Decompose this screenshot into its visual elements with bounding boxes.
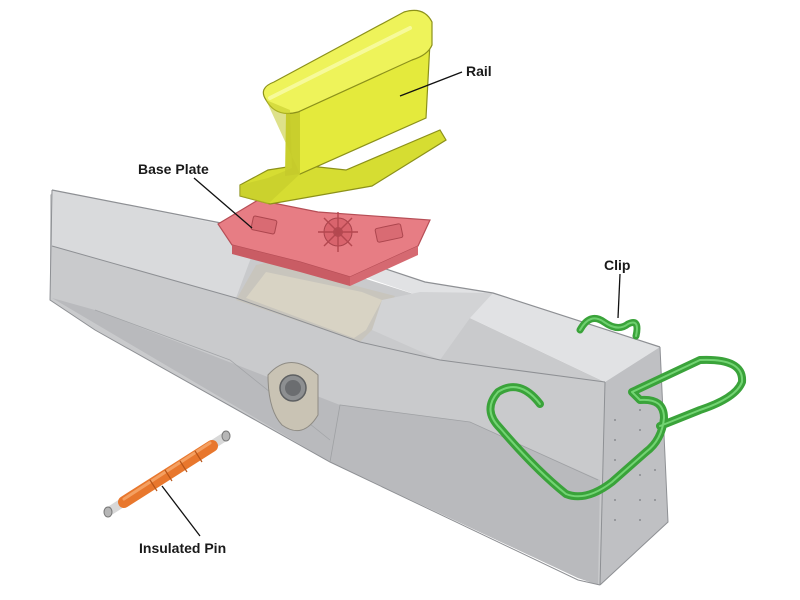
base-plate-label: Base Plate <box>138 161 209 177</box>
rail-label: Rail <box>466 63 492 79</box>
concrete-sleeper <box>49 189 669 586</box>
clip-large <box>486 355 747 501</box>
insulated-pin-label: Insulated Pin <box>139 540 227 556</box>
leader-insulated-pin <box>161 485 201 537</box>
sleeper-top-surface <box>52 190 660 382</box>
sleeper-lower-side <box>52 298 600 585</box>
sleeper-top-slab <box>52 190 257 298</box>
sleeper-shoulder <box>372 292 493 360</box>
rail-seat-floor <box>246 272 382 338</box>
pin-housing <box>267 362 319 432</box>
rail <box>239 9 447 205</box>
clip-label: Clip <box>604 257 631 273</box>
leader-lines <box>161 71 621 537</box>
leader-clip <box>617 273 621 319</box>
insulated-pin <box>103 430 231 518</box>
leader-rail <box>399 71 463 97</box>
leader-base-plate <box>193 177 253 229</box>
base-plate <box>217 199 431 286</box>
clip-small <box>576 314 641 340</box>
